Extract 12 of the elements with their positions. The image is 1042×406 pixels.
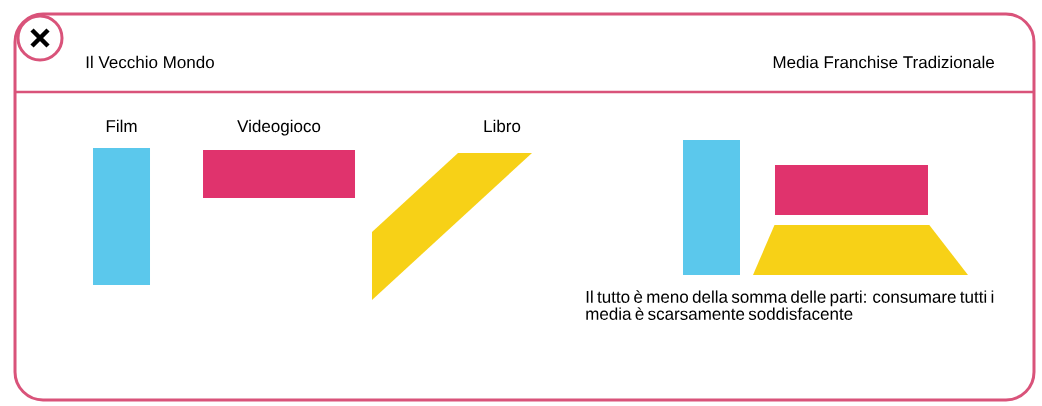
media-block [372,119,532,300]
media-block [93,119,150,285]
block-label: Videogioco [237,119,321,136]
heading-text: Il Vecchio Mondo [86,55,214,69]
heading-text: Media Franchise Tradizionale [773,55,994,69]
trapezoid-block [753,225,968,275]
caption-text: Il tutto è meno della somma delle parti: consumare tutti i media è scarsamente soddisfacente [586,290,994,320]
block-label: Libro [484,119,521,133]
block-label: Film [106,119,137,132]
rectangle-block [775,165,928,215]
rectangle-block [683,140,740,275]
media-block [203,119,355,198]
